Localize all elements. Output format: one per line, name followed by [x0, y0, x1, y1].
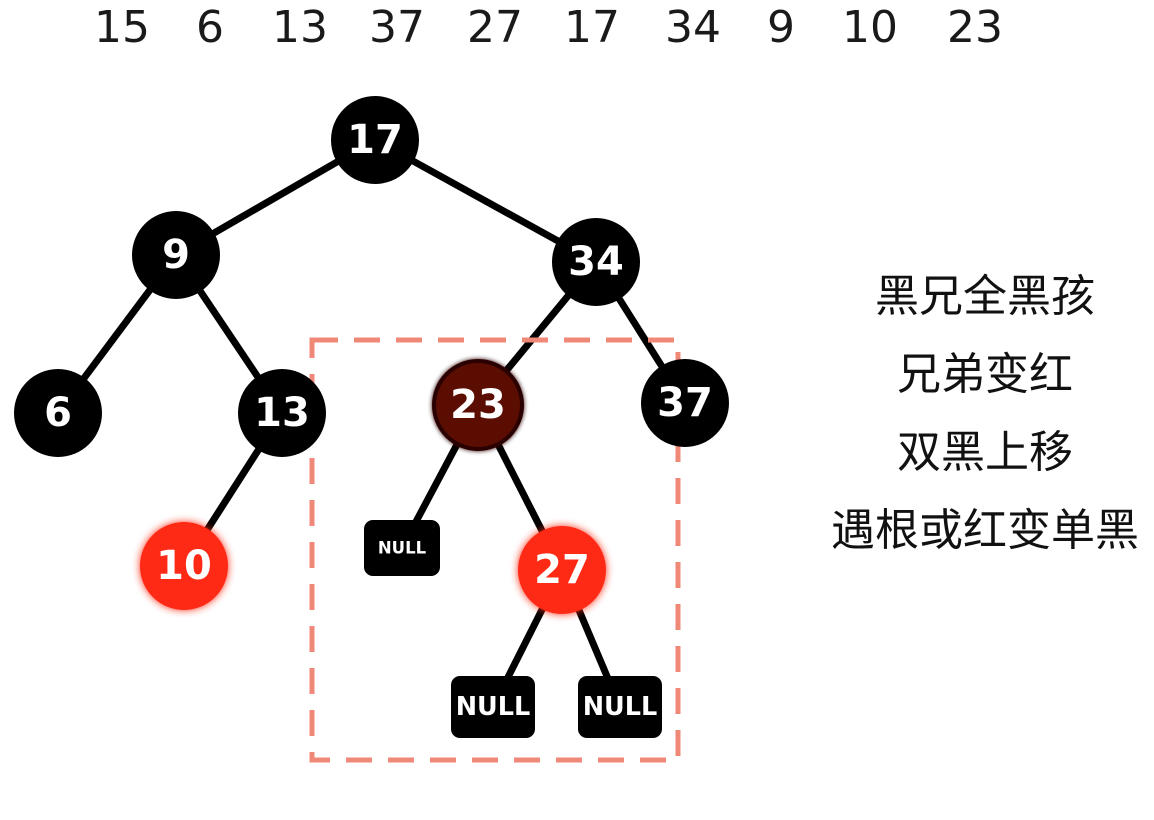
- tree-node-10: 10: [140, 522, 228, 610]
- highlight-box: [309, 337, 681, 763]
- sequence-number: 6: [196, 2, 224, 53]
- node-circle: [238, 369, 326, 457]
- tree-node-27: 27: [518, 526, 606, 614]
- sequence-number: 34: [665, 2, 721, 53]
- tree-node-37: 37: [641, 359, 729, 447]
- tree-node-34: 34: [552, 218, 640, 306]
- sequence-number: 23: [947, 2, 1003, 53]
- node-label: NULL: [456, 692, 531, 722]
- node-label: 9: [162, 232, 190, 278]
- node-label: 10: [156, 543, 212, 589]
- node-circle: [132, 211, 220, 299]
- tree-node-6: 6: [14, 369, 102, 457]
- sequence-number: 17: [564, 2, 620, 53]
- node-circle: [140, 522, 228, 610]
- node-label: 37: [657, 380, 713, 426]
- null-leaf: NULL: [364, 520, 440, 576]
- node-circle: [641, 359, 729, 447]
- node-circle: [432, 359, 524, 451]
- rule-line: 遇根或红变单黑: [831, 505, 1139, 556]
- sequence-number: 15: [94, 2, 150, 53]
- null-leaf-box: [578, 676, 662, 738]
- node-label: 6: [44, 390, 72, 436]
- node-label: 27: [534, 547, 590, 593]
- node-label: 13: [254, 390, 310, 436]
- sequence-number: 27: [467, 2, 523, 53]
- node-circle: [331, 96, 419, 184]
- tree-node-13: 13: [238, 369, 326, 457]
- node-label: 23: [450, 382, 506, 428]
- null-leaf: NULL: [578, 676, 662, 738]
- node-circle: [518, 526, 606, 614]
- rule-line: 双黑上移: [897, 427, 1073, 478]
- node-label: NULL: [583, 692, 658, 722]
- null-leaf-box: [364, 520, 440, 576]
- tree-node-9: 9: [132, 211, 220, 299]
- node-label: 17: [347, 117, 403, 163]
- null-leaf-box: [451, 676, 535, 738]
- sequence-number: 9: [767, 2, 795, 53]
- node-label: NULL: [378, 539, 427, 558]
- null-leaf: NULL: [451, 676, 535, 738]
- sequence-number: 10: [842, 2, 898, 53]
- sequence-number: 37: [369, 2, 425, 53]
- tree-node-17: 17: [331, 96, 419, 184]
- rule-line: 兄弟变红: [897, 349, 1073, 400]
- node-label: 34: [568, 239, 624, 285]
- rule-line: 黑兄全黑孩: [875, 271, 1095, 322]
- node-circle: [14, 369, 102, 457]
- node-circle: [552, 218, 640, 306]
- tree-node-23: 23: [432, 359, 524, 451]
- sequence-number: 13: [272, 2, 328, 53]
